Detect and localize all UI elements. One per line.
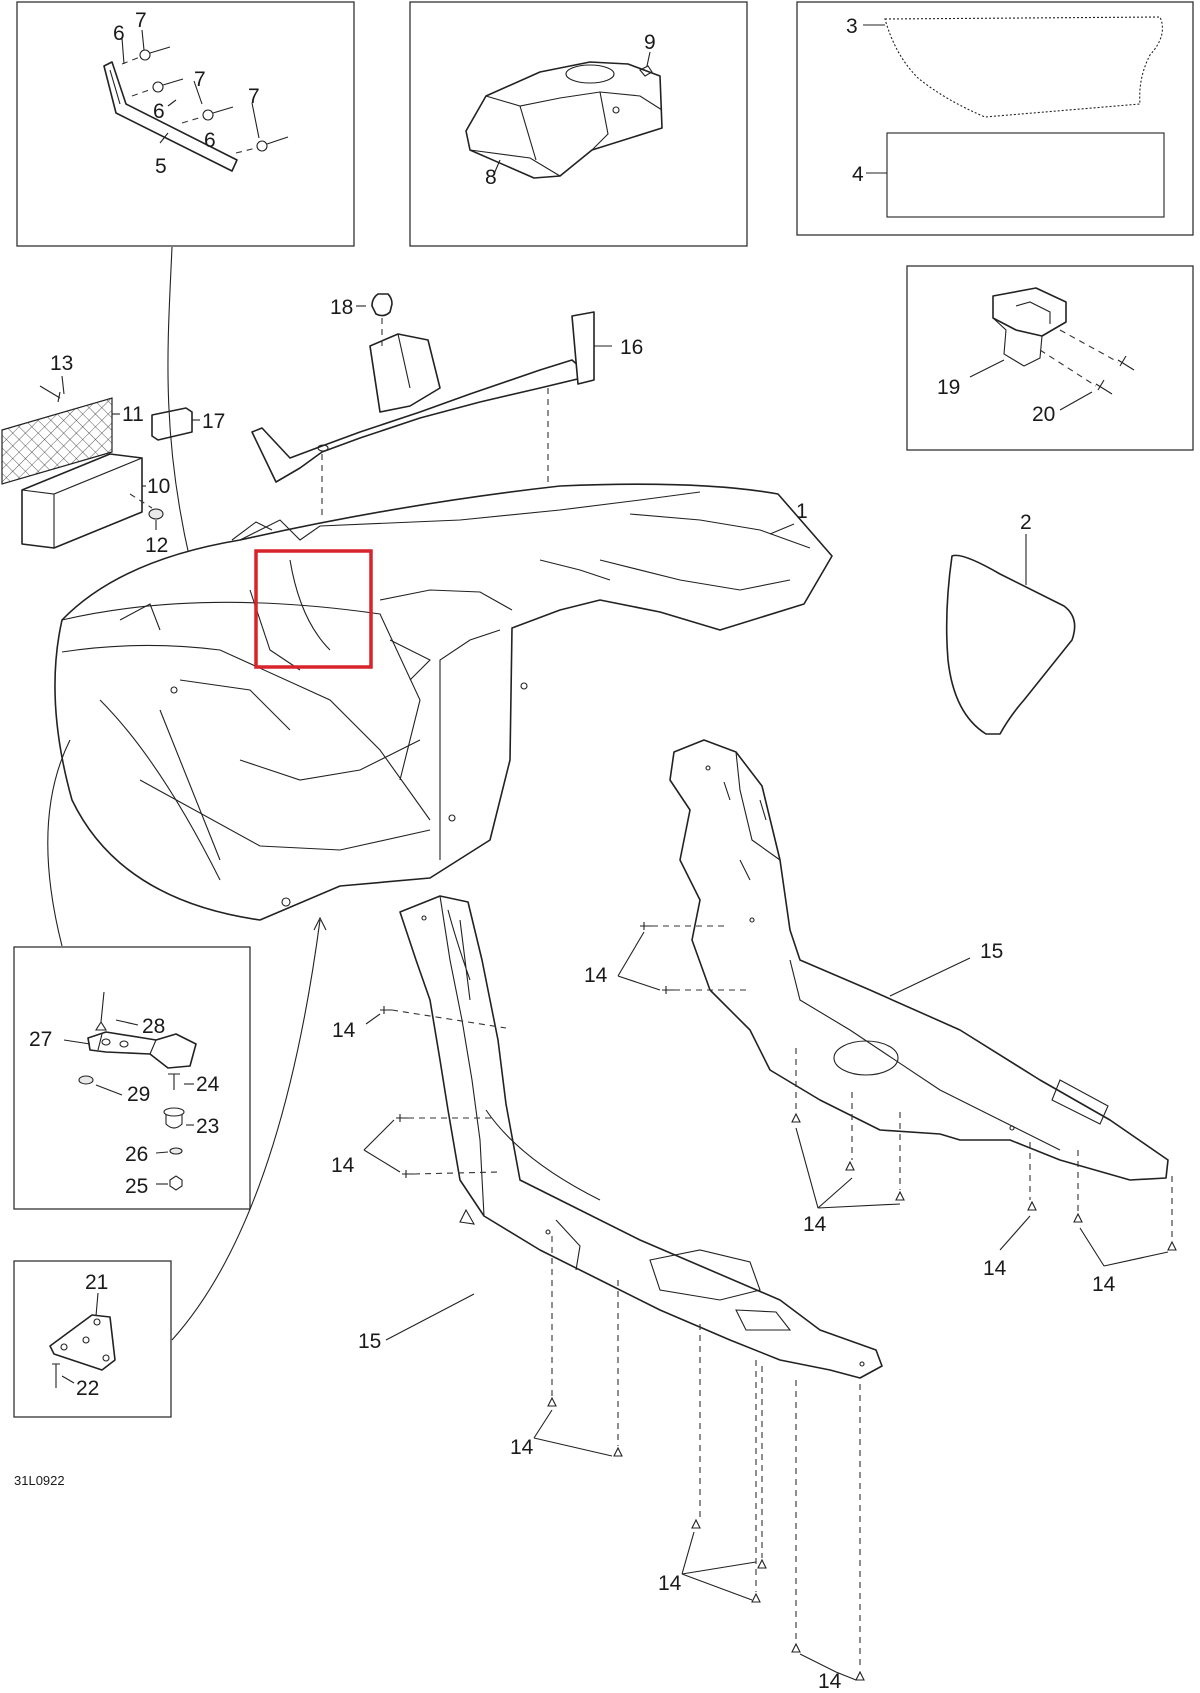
label-9: 9: [644, 31, 656, 54]
highlight-box[interactable]: [254, 549, 373, 669]
label-5: 5: [155, 155, 167, 178]
detail-box-console-cover: [409, 1, 748, 247]
label-2: 2: [1020, 511, 1032, 534]
label-6-b: 6: [153, 100, 165, 123]
plate-drawing: [49, 1314, 116, 1388]
label-20: 20: [1032, 403, 1055, 426]
detail-box-decals: [796, 1, 1194, 236]
label-15-center: 15: [358, 1330, 381, 1353]
pad-17: [151, 407, 193, 441]
trim-strip-drawing: [103, 29, 289, 172]
label-12: 12: [145, 534, 168, 557]
right-underbody-panel: [669, 739, 1169, 1181]
mesh-panel-drawing: [1, 397, 113, 485]
label-18: 18: [330, 296, 353, 319]
bracket-drawing: [992, 287, 1135, 395]
main-body-drawing: [54, 483, 833, 921]
foam-block-drawing: [21, 453, 143, 549]
label-6-a: 6: [113, 22, 125, 45]
label-14-r1: 14: [584, 964, 608, 987]
detail-box-plate: [13, 1260, 172, 1418]
detail-box-trim-strip: [16, 1, 355, 247]
label-1: 1: [796, 500, 808, 523]
label-7-a: 7: [135, 9, 147, 32]
label-14-r4: 14: [1092, 1273, 1116, 1296]
label-26: 26: [125, 1143, 148, 1166]
label-23: 23: [196, 1115, 219, 1138]
label-13: 13: [50, 352, 73, 375]
label-8: 8: [485, 166, 497, 189]
label-7-b: 7: [194, 68, 206, 91]
side-panel-drawing: [945, 554, 1076, 735]
support-bar-drawing: [251, 293, 595, 483]
label-11: 11: [122, 403, 144, 426]
label-29: 29: [127, 1083, 150, 1106]
decal-rectangle: [886, 132, 1165, 218]
label-14-c3: 14: [510, 1436, 534, 1459]
label-19: 19: [937, 376, 960, 399]
center-underbody-panel: [399, 895, 883, 1379]
label-25: 25: [125, 1175, 148, 1198]
label-17: 17: [202, 410, 225, 433]
label-14-r2: 14: [803, 1213, 827, 1236]
label-3: 3: [846, 15, 858, 38]
label-24: 24: [196, 1073, 220, 1096]
label-10: 10: [147, 475, 170, 498]
detail-box-hinge: [13, 946, 251, 1210]
label-14-r3: 14: [983, 1257, 1007, 1280]
label-6-c: 6: [204, 129, 216, 152]
diagram-code: 31L0922: [14, 1473, 65, 1488]
label-16: 16: [620, 336, 643, 359]
label-14-c1: 14: [332, 1019, 356, 1042]
label-22: 22: [76, 1377, 99, 1400]
decal-outline: [884, 16, 1163, 118]
label-14-c4: 14: [658, 1572, 682, 1595]
label-4: 4: [852, 163, 864, 186]
label-14-c2: 14: [331, 1154, 355, 1177]
console-cover-drawing: [465, 61, 663, 179]
label-21: 21: [85, 1271, 108, 1294]
right-panel-screws: [640, 922, 1177, 1251]
center-panel-screws: [380, 1006, 865, 1681]
washer-12: [148, 508, 164, 520]
label-7-c: 7: [248, 85, 260, 108]
label-27: 27: [29, 1028, 52, 1051]
label-15-right: 15: [980, 940, 1003, 963]
label-28: 28: [142, 1015, 165, 1038]
hinge-drawing: [78, 991, 197, 1191]
label-14-c5: 14: [818, 1670, 842, 1693]
detail-box-bracket: [906, 265, 1194, 451]
